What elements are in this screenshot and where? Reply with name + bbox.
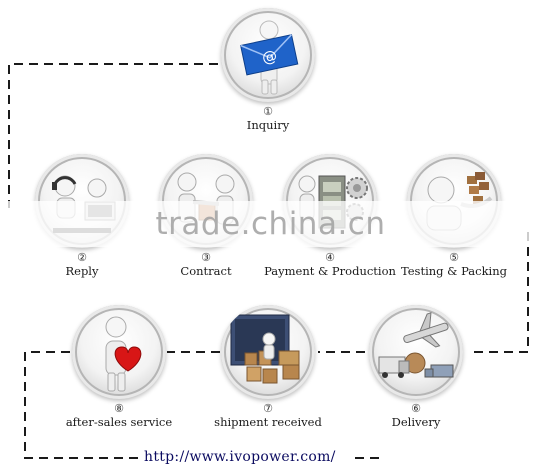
step-label: Contract	[180, 264, 232, 278]
step-number: ⑤	[449, 251, 459, 264]
step-number: ①	[263, 105, 273, 118]
step-label: Reply	[65, 264, 99, 278]
website-link[interactable]: http://www.ivopower.com/	[144, 449, 336, 465]
step-label: after-sales service	[65, 415, 173, 429]
step-label: Inquiry	[246, 118, 290, 132]
step-inquiry: @ ① Inquiry	[198, 8, 338, 132]
step-label: Delivery	[391, 415, 441, 429]
step-number: ④	[325, 251, 335, 264]
step-label: Testing & Packing	[400, 264, 508, 278]
airplane-truck-icon	[369, 305, 463, 399]
step-number: ⑦	[263, 402, 273, 415]
step-label: Payment & Production	[264, 264, 396, 278]
step-number: ③	[201, 251, 211, 264]
step-delivery: ⑥ Delivery	[346, 305, 486, 429]
svg-text:@: @	[260, 46, 278, 67]
step-number: ⑥	[411, 402, 421, 415]
watermark-banner: trade.china.cn	[0, 201, 541, 247]
step-number: ②	[77, 251, 87, 264]
step-label: shipment received	[214, 415, 322, 429]
cargo-container-icon	[221, 305, 315, 399]
heart-icon	[72, 305, 166, 399]
step-after-sales-service: ⑧ after-sales service	[49, 305, 189, 429]
step-number: ⑧	[114, 402, 124, 415]
step-shipment-received: ⑦ shipment received	[198, 305, 338, 429]
email-envelope-icon: @	[221, 8, 315, 102]
